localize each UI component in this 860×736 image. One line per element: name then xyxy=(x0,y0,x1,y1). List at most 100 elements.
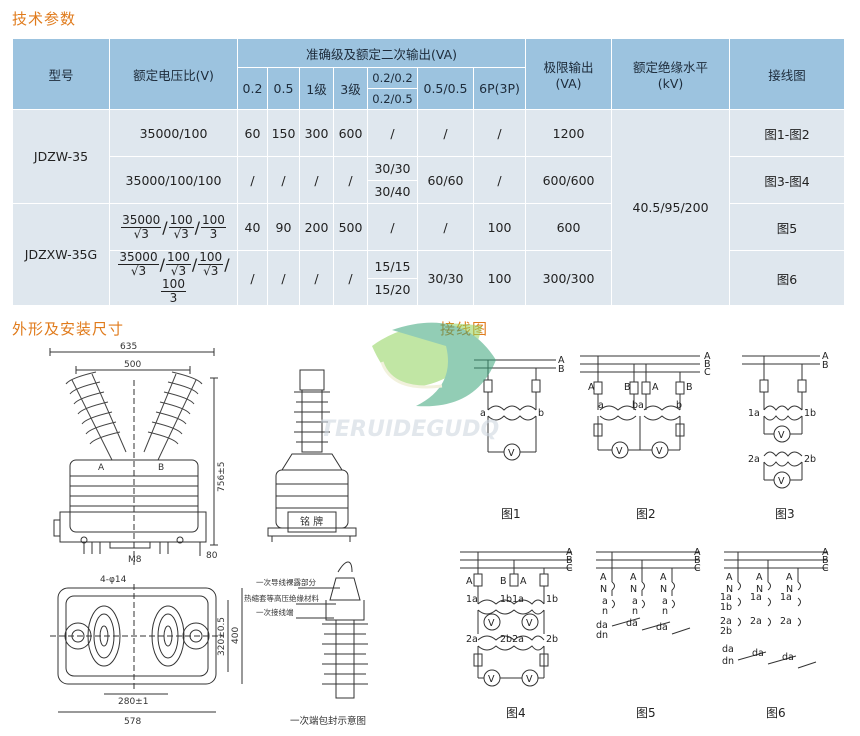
nameplate-label: 铭 牌 xyxy=(300,515,323,528)
w4-B: B xyxy=(566,555,573,566)
th-wiring: 接线图 xyxy=(729,38,846,110)
cell-limit: 600 xyxy=(525,203,613,251)
w2-pB2: B xyxy=(686,382,693,393)
w3-2a: 2a xyxy=(748,454,760,465)
w2-ba: ba xyxy=(632,400,644,411)
w2-A: A xyxy=(704,351,711,362)
w1-a: a xyxy=(480,408,486,419)
w5-C: C xyxy=(694,563,701,574)
cell-wiring: 图5 xyxy=(729,203,846,251)
w3-V1: V xyxy=(778,430,785,441)
w1-V: V xyxy=(508,448,515,459)
w6-2a: 2a xyxy=(720,616,732,627)
w4-V2: V xyxy=(526,618,533,629)
w4-2b: 2b xyxy=(546,634,558,645)
w5-n2: n xyxy=(632,606,638,617)
w5-pN2: N xyxy=(630,584,637,595)
w6-pA: A xyxy=(726,572,733,583)
w6-da3: da xyxy=(782,652,794,663)
top-view-drawing xyxy=(50,584,243,713)
w4-V4: V xyxy=(526,674,533,685)
wiring-fig5 xyxy=(596,551,700,635)
w2-a: a xyxy=(598,400,604,411)
caption-fig4: 图4 xyxy=(506,706,526,720)
cell: / xyxy=(472,109,527,157)
w2-b: b xyxy=(676,400,682,411)
cell: 40 xyxy=(237,203,268,251)
label-a: A xyxy=(98,463,105,473)
heading-dimensions: 外形及安装尺寸 xyxy=(12,320,125,338)
cell-limit: 1200 xyxy=(525,109,613,157)
cell: / xyxy=(299,250,334,306)
wiring-fig3 xyxy=(742,355,820,489)
th-acc-col: 0.5 xyxy=(267,67,300,110)
w4-V1: V xyxy=(488,618,495,629)
dim-m8: M8 xyxy=(128,555,142,565)
watermark-logo xyxy=(372,322,496,407)
wiring-fig2 xyxy=(580,355,700,459)
w3-V2: V xyxy=(778,476,785,487)
cell: 30/30 xyxy=(417,250,474,306)
cell-wiring: 图6 xyxy=(729,250,846,306)
w1-B: B xyxy=(558,364,565,375)
dim-80: 80 xyxy=(206,551,218,561)
w2-V2: V xyxy=(656,446,663,457)
w3-2b: 2b xyxy=(804,454,816,465)
w4-2b2a: 2b2a xyxy=(500,634,524,645)
w3-1a: 1a xyxy=(748,408,760,419)
w5-B: B xyxy=(694,555,701,566)
th-insulation: 额定绝缘水平(kV) xyxy=(611,38,731,110)
enclosure-caption: 一次端包封示意图 xyxy=(290,715,366,727)
th-acc-col: 0.5/0.5 xyxy=(417,67,474,110)
watermark-text: TERUIDEGUDQ xyxy=(320,417,499,442)
w2-pA2: A xyxy=(652,382,659,393)
w5-pN: N xyxy=(600,584,607,595)
th-acc-col: 6P(3P) xyxy=(472,67,527,110)
th-accuracy: 准确级及额定二次输出(VA) xyxy=(236,38,527,68)
dim-635: 635 xyxy=(120,342,137,352)
cell-model: JDZXW-35G xyxy=(12,203,110,306)
w3-B: B xyxy=(822,360,829,371)
wiring-fig4 xyxy=(460,551,572,687)
front-view-drawing xyxy=(49,348,218,565)
w6-da: da xyxy=(722,644,734,655)
cell-insulation: 40.5/95/200 xyxy=(611,109,731,306)
caption-fig3: 图3 xyxy=(775,507,795,521)
cell: / xyxy=(417,203,474,251)
cell: / xyxy=(417,109,474,157)
th-acc-col: 3级 xyxy=(333,67,368,110)
w5-a2: a xyxy=(632,596,638,607)
dim-4phi14: 4-φ14 xyxy=(100,575,127,585)
w6-da2: da xyxy=(752,648,764,659)
side-view-drawing xyxy=(267,369,357,542)
w4-pA: A xyxy=(466,576,473,587)
cell: / xyxy=(367,203,418,251)
cell: / xyxy=(267,250,300,306)
dim-320: 320±0.5 xyxy=(217,617,227,656)
w5-n: n xyxy=(602,606,608,617)
w5-da3: da xyxy=(656,622,668,633)
w2-pB: B xyxy=(624,382,631,393)
cell-limit: 300/300 xyxy=(525,250,613,306)
cell: / xyxy=(237,250,268,306)
enclosure-sketch xyxy=(296,561,368,699)
w6-C: C xyxy=(822,563,829,574)
w2-pA: A xyxy=(588,382,595,393)
callout-terminal: 一次接线端 xyxy=(256,607,294,617)
th-acc-col: 0.2/0.5 xyxy=(367,88,418,110)
wiring-fig6 xyxy=(724,551,828,669)
w4-C: C xyxy=(566,563,573,574)
w6-1n: 1b xyxy=(720,602,732,613)
w5-a: a xyxy=(602,596,608,607)
w4-V3: V xyxy=(488,674,495,685)
th-model: 型号 xyxy=(12,38,110,110)
cell: 100 xyxy=(472,250,527,306)
th-limit: 极限输出(VA) xyxy=(525,38,613,110)
spec-table: 型号 额定电压比(V) 准确级及额定二次输出(VA) 极限输出(VA) 额定绝缘… xyxy=(12,38,846,306)
dim-280: 280±1 xyxy=(118,697,148,707)
callout-exposed: 一次导线裸露部分 xyxy=(256,577,316,587)
caption-fig6: 图6 xyxy=(766,706,786,720)
w4-1a: 1a xyxy=(466,594,478,605)
th-acc-col: 0.2/0.2 xyxy=(367,67,418,89)
